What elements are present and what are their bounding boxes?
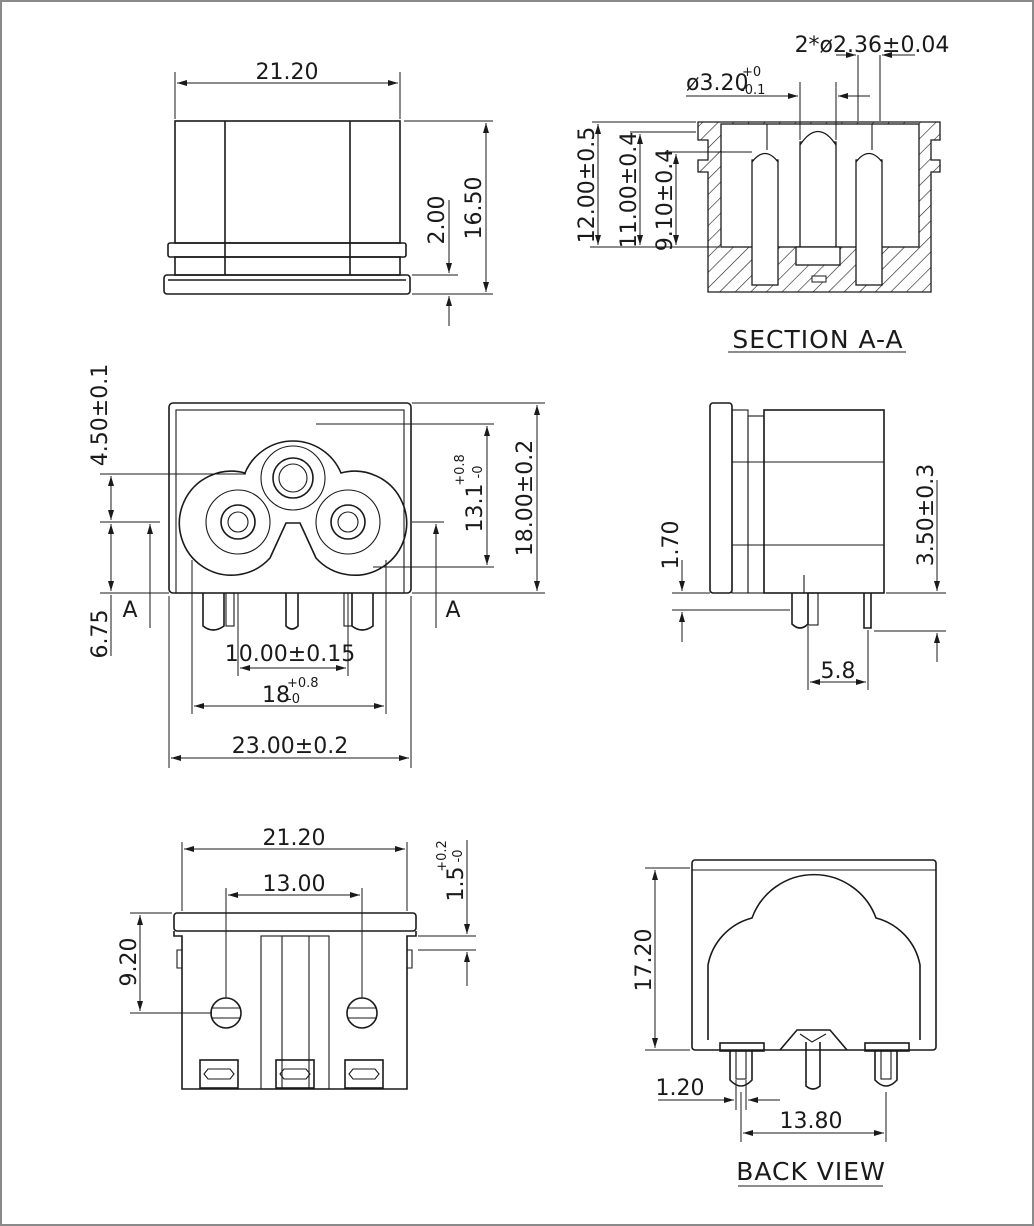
front-section-mark-right: A xyxy=(445,598,460,623)
front-v18-label: 18.00±0.2 xyxy=(513,440,538,556)
section-h11-label: 11.00±0.4 xyxy=(617,132,642,248)
front-v450-label: 4.50±0.1 xyxy=(88,364,113,466)
front-overall-width-label: 23.00±0.2 xyxy=(232,734,348,759)
front-body18-sub: -0 xyxy=(287,692,300,707)
bottom-pitch-label: 13.00 xyxy=(263,872,326,897)
back-pin-width-label: 1.20 xyxy=(656,1076,705,1101)
bottom-width-label: 21.20 xyxy=(263,826,326,851)
front-v131-sub: -0 xyxy=(471,466,486,479)
section-caption: SECTION A-A xyxy=(732,325,903,354)
side-h58-label: 5.8 xyxy=(821,659,856,684)
top-view: 21.20 16.50 2.00 xyxy=(163,60,493,326)
front-section-mark-left: A xyxy=(122,598,137,623)
front-v131-sup: +0.8 xyxy=(453,454,468,486)
front-v675-label: 6.75 xyxy=(88,610,113,659)
side-v350-label: 3.50±0.3 xyxy=(914,464,939,566)
side-v170-label: 1.70 xyxy=(659,521,684,570)
back-caption: BACK VIEW xyxy=(736,1157,886,1186)
bottom-v15-sub: -0 xyxy=(451,850,466,863)
top-width-label: 21.20 xyxy=(256,60,319,85)
front-body18-base: 18 xyxy=(262,683,290,708)
side-view: 1.70 3.50±0.3 5.8 xyxy=(659,402,946,690)
back-height-label: 17.20 xyxy=(632,929,657,992)
front-view: 4.50±0.1 6.75 A A 13.1 +0.8 -0 18.00±0.2… xyxy=(88,364,545,768)
section-h12-label: 12.00±0.5 xyxy=(575,127,600,243)
section-view: 2*ø2.36±0.04 ø3.20 +0 -0.1 12.00±0.5 11.… xyxy=(575,33,949,354)
section-pin-dia-label: 2*ø2.36±0.04 xyxy=(795,33,950,58)
section-h9-label: 9.10±0.4 xyxy=(653,149,678,251)
front-body18-sup: +0.8 xyxy=(287,676,319,691)
top-flange-label: 2.00 xyxy=(425,196,450,245)
section-center-dia-sub: -0.1 xyxy=(740,83,765,98)
front-v131-base: 13.1 xyxy=(463,484,488,533)
front-pin-spacing-label: 10.00±0.15 xyxy=(225,642,355,667)
section-center-dia-base: ø3.20 xyxy=(686,71,748,96)
bottom-view: 21.20 13.00 9.20 1.5 +0.2 -0 xyxy=(117,826,476,1090)
bottom-depth-label: 9.20 xyxy=(117,938,142,987)
top-height-label: 16.50 xyxy=(462,177,487,240)
bottom-v15-base: 1.5 xyxy=(444,867,469,902)
section-center-dia-sup: +0 xyxy=(742,65,761,80)
back-pin-spacing-label: 13.80 xyxy=(780,1109,843,1134)
bottom-v15-sup: +0.2 xyxy=(435,840,450,872)
back-view: 17.20 1.20 13.80 BACK VIEW xyxy=(632,859,937,1187)
